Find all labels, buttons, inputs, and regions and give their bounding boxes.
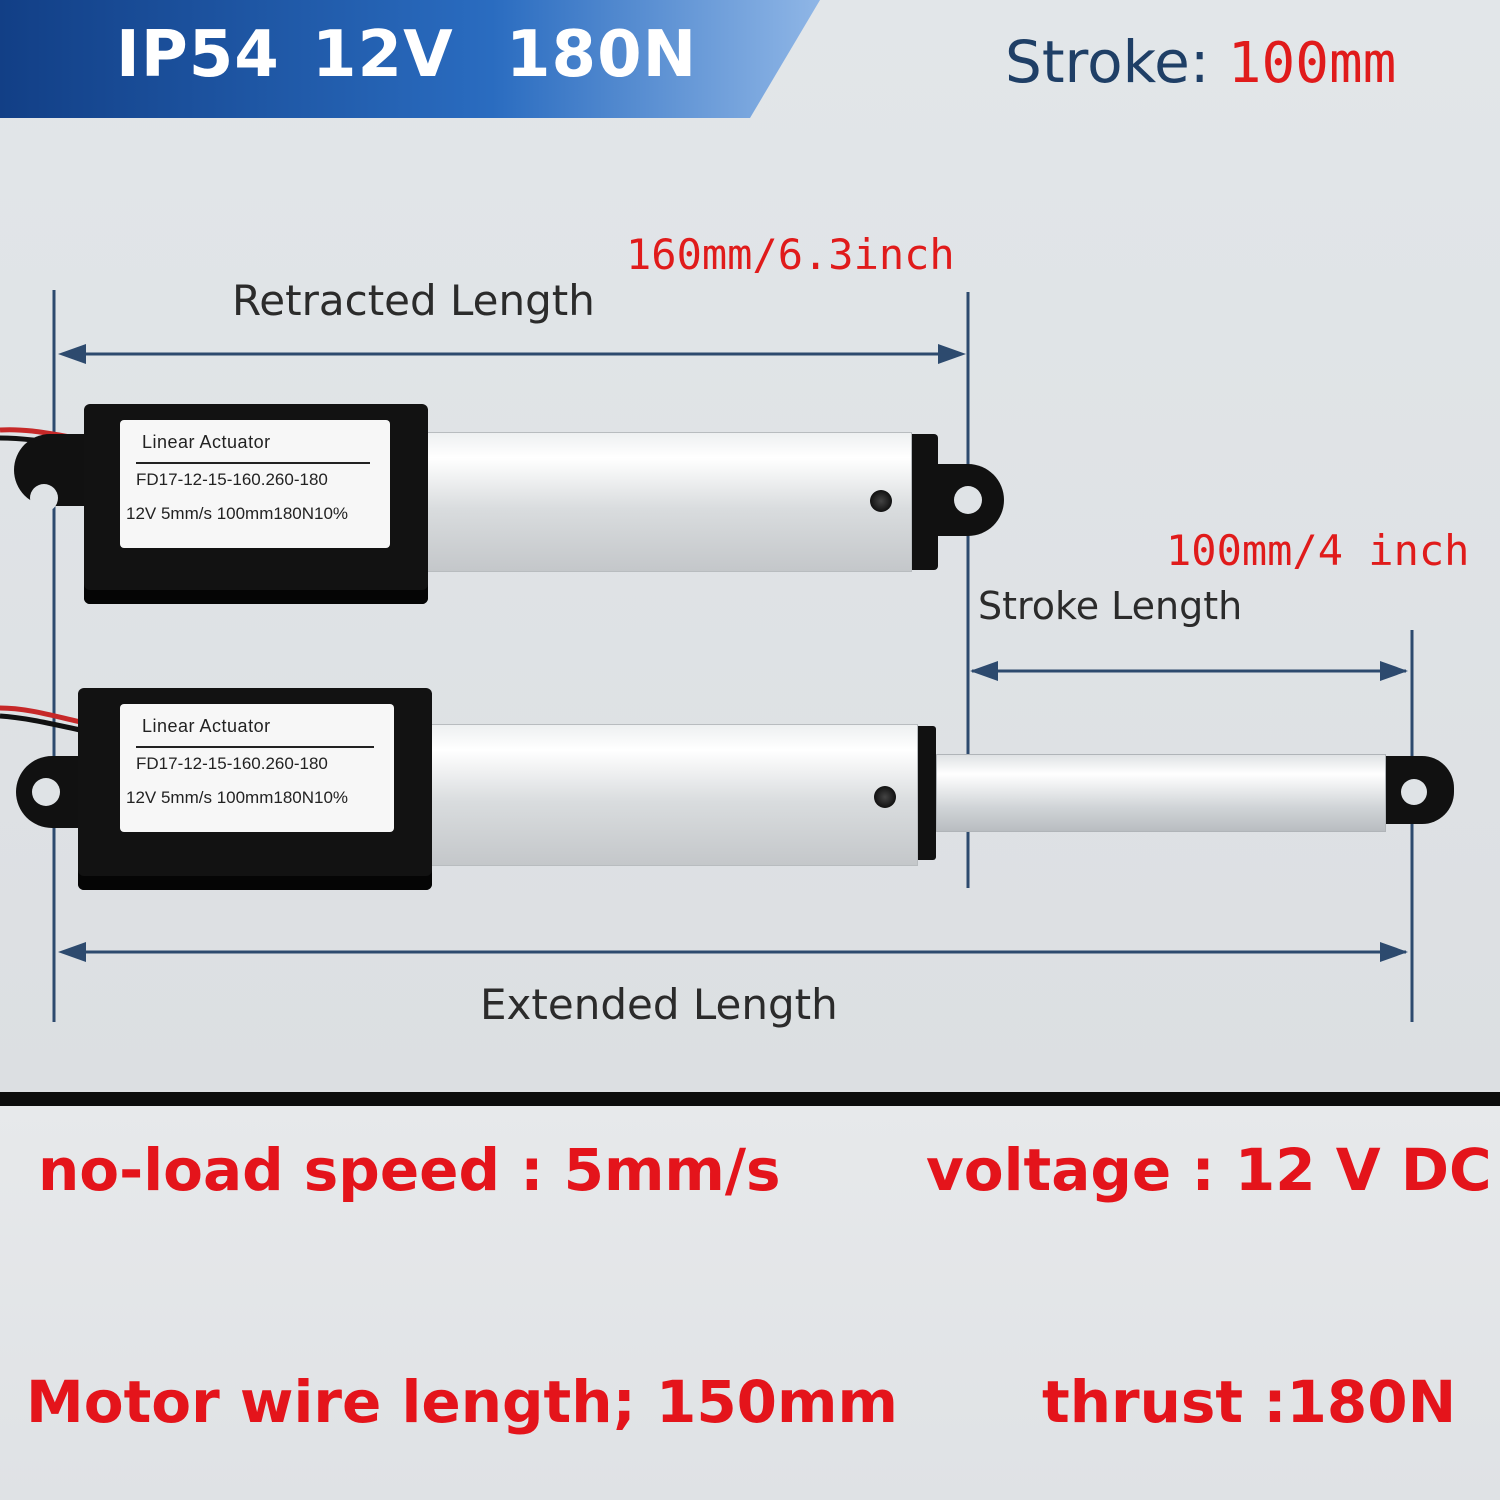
tube-screw-hole: [870, 490, 892, 512]
stroke-arrow-left: [970, 661, 998, 681]
label-model: FD17-12-15-160.260-180: [136, 754, 328, 773]
actuator-label: Linear Actuator FD17-12-15-160.260-180 1…: [120, 704, 394, 832]
extended-arrow-right: [1380, 942, 1408, 962]
front-collar: [908, 434, 938, 570]
stroke-header-label: Stroke:: [1005, 28, 1210, 96]
label-title: Linear Actuator: [142, 432, 271, 452]
stroke-header-value: 100mm: [1227, 31, 1397, 96]
stroke-length-label: Stroke Length: [978, 584, 1243, 628]
stroke-header: Stroke: 100mm: [1005, 28, 1396, 96]
section-divider: [0, 1092, 1500, 1106]
retracted-length-value: 160mm/6.3inch: [626, 230, 955, 279]
label-model: FD17-12-15-160.260-180: [136, 470, 328, 489]
actuator-retracted-drawing: [0, 427, 1004, 570]
front-collar: [914, 726, 936, 860]
label-rule: [136, 746, 374, 748]
thrust-spec: thrust :180N: [1042, 1368, 1457, 1436]
label-specs: 12V 5mm/s 100mm180N10%: [126, 504, 349, 523]
no-load-speed-spec: no-load speed : 5mm/s: [38, 1136, 781, 1204]
spec-banner: IP54 12V 180N: [0, 0, 820, 118]
motor-wire-length-spec: Motor wire length; 150mm: [26, 1368, 898, 1436]
actuator-tube: [426, 432, 912, 572]
spec-panel: [0, 1106, 1500, 1500]
stroke-length-value: 100mm/4 inch: [1166, 526, 1470, 575]
black-wire: [0, 713, 91, 735]
extended-length-label: Extended Length: [480, 980, 838, 1029]
retracted-length-label: Retracted Length: [232, 276, 595, 325]
banner-background: [0, 0, 820, 118]
label-title: Linear Actuator: [142, 716, 271, 736]
stroke-arrow-right: [1380, 661, 1408, 681]
actuator-label: Linear Actuator FD17-12-15-160.260-180 1…: [120, 420, 390, 548]
force-text: 180N: [506, 18, 698, 92]
retracted-arrow-right: [938, 344, 966, 364]
actuator-extended-drawing: [0, 705, 1454, 860]
tube-screw-hole: [874, 786, 896, 808]
label-specs: 12V 5mm/s 100mm180N10%: [126, 788, 349, 807]
label-rule: [136, 462, 370, 464]
extended-arrow-left: [58, 942, 86, 962]
ip-rating-text: IP54: [116, 18, 280, 92]
voltage-text: 12V: [312, 18, 454, 92]
retracted-arrow-left: [58, 344, 86, 364]
rear-mount-eye: [14, 434, 90, 506]
voltage-spec: voltage : 12 V DC: [926, 1136, 1492, 1204]
actuator-tube: [430, 724, 918, 866]
extended-rod: [936, 754, 1386, 832]
